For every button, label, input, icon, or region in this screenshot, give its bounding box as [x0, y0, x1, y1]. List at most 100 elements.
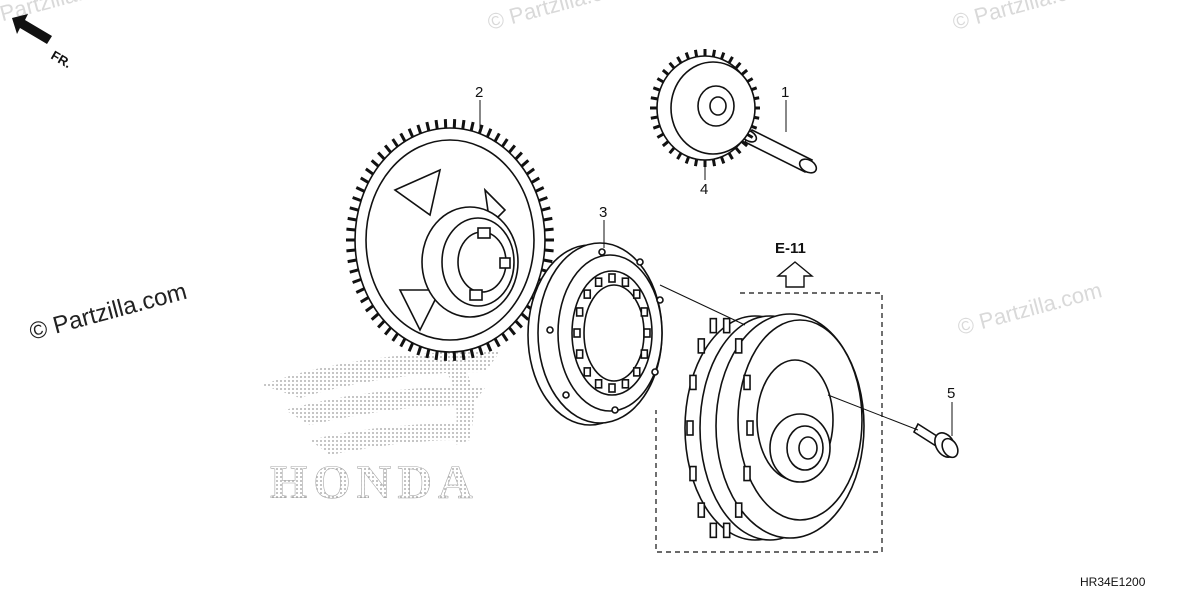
starter-driven-gear	[346, 119, 554, 361]
gear-tooth	[656, 77, 665, 84]
gear-tooth	[425, 348, 431, 359]
flywheel-tab	[722, 522, 731, 539]
gear-tooth	[434, 350, 439, 361]
gear-tooth	[461, 119, 466, 130]
front-label: FR.	[49, 48, 75, 71]
flywheel-tabs	[686, 317, 754, 539]
callout-5: 5	[947, 385, 955, 402]
gear-tooth	[530, 176, 541, 184]
reference-indicator: E-11	[775, 240, 814, 288]
diagram-code: HR34E1200	[1080, 575, 1146, 589]
gear-tooth	[493, 337, 501, 348]
gear-tooth	[684, 52, 690, 60]
gear-tooth	[377, 319, 386, 329]
flywheel-tab	[689, 465, 697, 482]
flywheel-tab	[709, 522, 718, 539]
gear-tooth	[434, 119, 439, 130]
gear-tooth	[508, 326, 517, 336]
gear-tooth	[391, 138, 399, 148]
flywheel-tab	[734, 338, 743, 354]
gear-tooth	[359, 296, 370, 304]
gear-tooth	[514, 151, 523, 161]
flywheel-tab	[734, 502, 743, 518]
gear-tooth	[740, 68, 749, 76]
clutch-roller	[583, 289, 592, 299]
pin	[740, 128, 818, 174]
front-arrow-icon	[12, 14, 52, 44]
gear-tooth	[416, 124, 423, 134]
gear-tooth	[650, 96, 658, 101]
gear-tooth	[352, 277, 362, 284]
clutch-roller	[575, 307, 584, 317]
idle-gear	[650, 49, 760, 167]
gear-tooth	[399, 132, 407, 143]
flywheel-rotor	[684, 313, 865, 541]
gear-tooth	[355, 287, 366, 294]
gear-tooth	[544, 248, 554, 253]
gear-tooth	[661, 68, 670, 76]
callout-2: 2	[475, 84, 483, 101]
gear-tooth	[364, 304, 375, 313]
gear-tooth	[693, 49, 699, 58]
reference-label: E-11	[775, 240, 806, 257]
watermark-faded-2: © Partzilla.com	[485, 0, 635, 35]
clutch-roller	[575, 349, 584, 359]
clutch-roller	[632, 289, 641, 299]
gear-tooth	[520, 159, 530, 168]
flywheel-tab	[722, 317, 731, 334]
gear-tooth	[501, 138, 509, 148]
gear-tooth	[346, 227, 356, 232]
callouts: 1 2 3 4 5	[475, 84, 955, 402]
gear-tooth	[469, 348, 475, 359]
gear-tooth	[544, 227, 554, 232]
gear-tooth	[493, 132, 501, 143]
gear-tooth	[656, 132, 665, 139]
watermark-primary: © Partzilla.com	[27, 278, 190, 346]
honda-wordmark: HONDA	[270, 456, 479, 509]
wing-icon	[262, 350, 500, 455]
gear-tooth	[720, 52, 726, 60]
gear-tooth	[676, 56, 683, 64]
callout-4: 4	[700, 181, 708, 198]
gear-tooth	[720, 156, 726, 164]
gear-tooth	[734, 146, 742, 155]
gear-tooth	[676, 152, 683, 160]
gear-teeth-large	[346, 119, 554, 361]
gear-tooth	[425, 121, 431, 132]
gear-tooth	[383, 144, 392, 154]
gear-tooth	[508, 144, 517, 154]
gear-tooth	[352, 196, 362, 203]
flange-bolt	[912, 422, 959, 459]
gear-tooth	[693, 158, 699, 167]
reference-box	[655, 292, 883, 553]
front-direction-indicator: FR.	[12, 14, 74, 71]
gear-tooth	[364, 167, 375, 176]
gear-tooth	[359, 176, 370, 184]
gear-tooth	[534, 186, 545, 193]
flywheel-tab	[743, 465, 751, 482]
gear-tooth	[734, 61, 742, 70]
gear-tooth	[377, 151, 386, 161]
up-arrow-icon	[776, 261, 814, 288]
gear-tooth	[668, 61, 676, 70]
gear-tooth	[477, 124, 484, 134]
gear-tooth	[727, 152, 734, 160]
gear-tooth	[514, 319, 523, 329]
gear-tooth	[543, 258, 553, 264]
flywheel-tab	[697, 338, 706, 354]
gear-tooth	[346, 248, 356, 253]
clutch-roller	[640, 349, 649, 359]
clutch-roller	[632, 367, 641, 377]
gear-tooth	[711, 158, 717, 167]
gear-tooth	[399, 337, 407, 348]
flywheel-tab	[689, 374, 697, 391]
gear-tooth	[668, 146, 676, 155]
gear-tooth	[740, 140, 749, 148]
gear-tooth	[383, 326, 392, 336]
gear-tooth	[477, 346, 484, 356]
flywheel-tab	[743, 374, 751, 391]
flywheel-tab	[709, 317, 718, 334]
starter-clutch	[527, 242, 664, 426]
clutch-rollers	[573, 273, 651, 393]
